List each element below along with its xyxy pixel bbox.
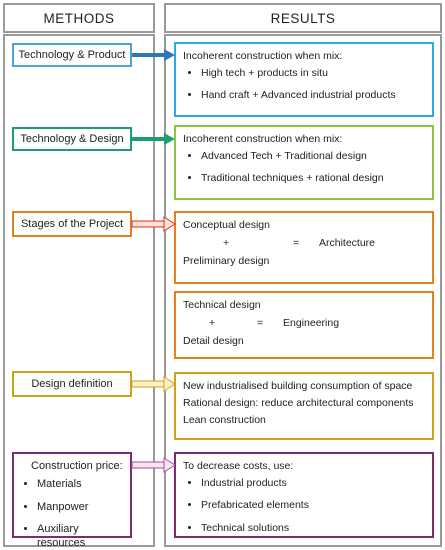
list-item: Industrial products xyxy=(201,476,425,490)
list-item: Auxiliary resources xyxy=(37,522,123,550)
method-label: Construction price: xyxy=(31,460,123,472)
result-box-stages-architecture: Conceptual design + = Architecture Preli… xyxy=(174,211,434,284)
method-box-construction-price: Construction price: Materials Manpower A… xyxy=(12,452,132,549)
list-item: Materials xyxy=(37,477,123,491)
method-box-technology-product: Technology & Product xyxy=(12,43,132,67)
equals-sign: = xyxy=(257,317,264,330)
method-list: Materials Manpower Auxiliary resources xyxy=(21,477,123,550)
plus-sign: + xyxy=(209,317,216,330)
equals-sign: = xyxy=(293,237,300,250)
result-title: To decrease costs, use: xyxy=(183,460,294,472)
result-list: High tech + products in situ Hand craft … xyxy=(183,66,425,102)
result-box-technology-product: Incoherent construction when mix: High t… xyxy=(174,42,434,117)
stage-right: Architecture xyxy=(319,237,376,250)
list-item: Technical solutions xyxy=(201,521,425,535)
result-title: Incoherent construction when mix: xyxy=(183,50,343,62)
result-line: New industrialised building consumption … xyxy=(183,380,413,392)
stage-bottom: Preliminary design xyxy=(183,255,270,268)
stage-left: Technical design xyxy=(183,299,261,311)
method-label: Technology & Product xyxy=(18,49,126,61)
stage-equation: + = Engineering xyxy=(183,316,425,330)
method-box-technology-design: Technology & Design xyxy=(12,127,132,151)
stage-right: Engineering xyxy=(283,317,340,330)
stage-left: Conceptual design xyxy=(183,219,270,231)
result-box-design-definition: New industrialised building consumption … xyxy=(174,372,434,440)
list-item: Advanced Tech + Traditional design xyxy=(201,149,425,163)
result-box-technology-design: Incoherent construction when mix: Advanc… xyxy=(174,125,434,200)
result-title: Incoherent construction when mix: xyxy=(183,133,343,145)
list-item: Hand craft + Advanced industrial product… xyxy=(201,88,425,102)
result-list: Advanced Tech + Traditional design Tradi… xyxy=(183,149,425,185)
result-line: Lean construction xyxy=(183,414,266,427)
result-box-construction-price: To decrease costs, use: Industrial produ… xyxy=(174,452,434,538)
method-box-design-definition: Design definition xyxy=(12,371,132,397)
method-label: Stages of the Project xyxy=(20,218,124,230)
result-line: Rational design: reduce architectural co… xyxy=(183,397,414,410)
methods-header-label: METHODS xyxy=(43,10,115,26)
list-item: Manpower xyxy=(37,500,123,514)
result-box-stages-engineering: Technical design + = Engineering Detail … xyxy=(174,291,434,359)
plus-sign: + xyxy=(223,237,230,250)
results-header: RESULTS xyxy=(164,3,442,33)
stage-equation: + = Architecture xyxy=(183,236,425,250)
method-box-stages: Stages of the Project xyxy=(12,211,132,237)
list-item: Prefabricated elements xyxy=(201,498,425,512)
list-item: High tech + products in situ xyxy=(201,66,425,80)
method-label: Technology & Design xyxy=(20,133,124,145)
list-item: Traditional techniques + rational design xyxy=(201,171,425,185)
stage-bottom: Detail design xyxy=(183,335,244,348)
methods-header: METHODS xyxy=(3,3,155,33)
method-label: Design definition xyxy=(31,378,113,390)
result-list: Industrial products Prefabricated elemen… xyxy=(183,476,425,535)
results-header-label: RESULTS xyxy=(270,10,336,26)
